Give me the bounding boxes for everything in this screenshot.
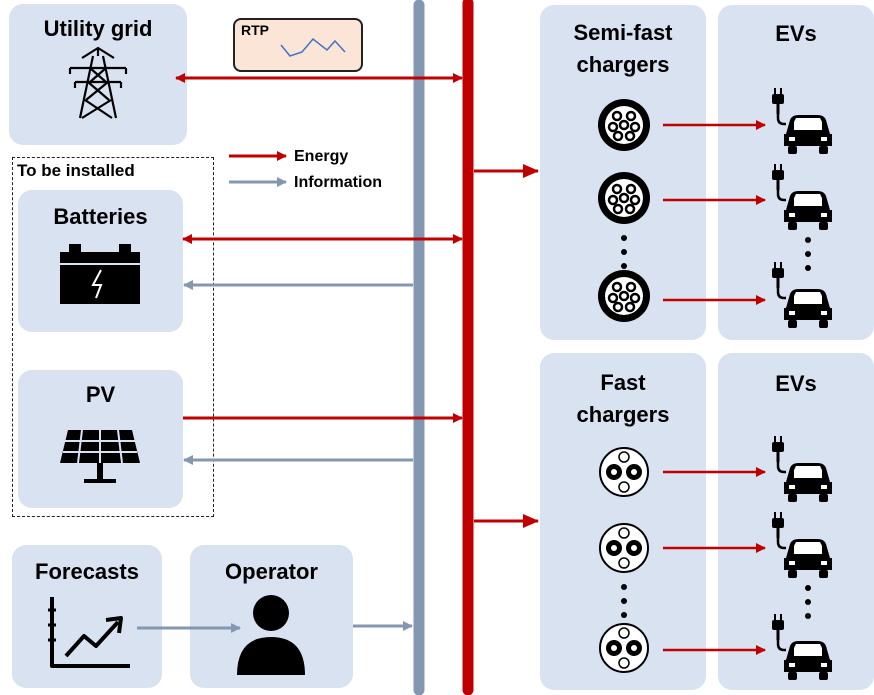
battery-icon: [60, 244, 140, 304]
type2-connector-icon: [596, 170, 652, 226]
forecasts-title: Forecasts: [35, 559, 139, 584]
fast-chargers-title: Fast chargers: [576, 370, 670, 427]
ev-car-icon: [770, 510, 834, 580]
rtp-box: RTP: [233, 18, 363, 72]
legend-energy-label: Energy: [294, 148, 349, 165]
operator-title: Operator: [225, 559, 318, 584]
rtp-trend-icon: [280, 37, 346, 57]
ev-car-icon: [770, 434, 834, 504]
to-be-installed-label: To be installed: [17, 161, 135, 180]
evs-bottom-title: EVs: [775, 371, 817, 396]
ev-car-icon: [770, 86, 834, 156]
ellipsis-dots: [805, 585, 811, 619]
ellipsis-dots: [805, 237, 811, 271]
person-icon: [237, 595, 305, 675]
solar-panel-icon: [60, 429, 140, 483]
ellipsis-dots: [621, 235, 627, 269]
utility-grid-box: Utility grid: [9, 4, 187, 145]
ccs-connector-icon: [599, 623, 649, 673]
batteries-title: Batteries: [53, 204, 148, 229]
rtp-label: RTP: [241, 22, 269, 38]
type2-connector-icon: [596, 97, 652, 153]
evs-top-box: EVs: [718, 5, 874, 340]
ev-car-icon: [770, 260, 834, 330]
utility-grid-title: Utility grid: [43, 16, 153, 41]
to-be-installed-group: [12, 157, 214, 517]
pv-title: PV: [85, 382, 116, 407]
type2-connector-icon: [596, 268, 652, 324]
evs-top-title: EVs: [775, 21, 817, 46]
ccs-connector-icon: [599, 447, 649, 497]
transmission-tower-icon: [68, 46, 128, 119]
ev-car-icon: [770, 162, 834, 232]
batteries-box: Batteries: [18, 190, 183, 332]
semi-fast-chargers-title: Semi-fast chargers: [573, 20, 673, 77]
evs-bottom-box: EVs: [718, 353, 874, 690]
legend-information-label: Information: [294, 174, 382, 191]
ev-car-icon: [770, 612, 834, 682]
ellipsis-dots: [621, 584, 627, 618]
ccs-connector-icon: [599, 523, 649, 573]
trend-chart-icon: [48, 597, 130, 668]
